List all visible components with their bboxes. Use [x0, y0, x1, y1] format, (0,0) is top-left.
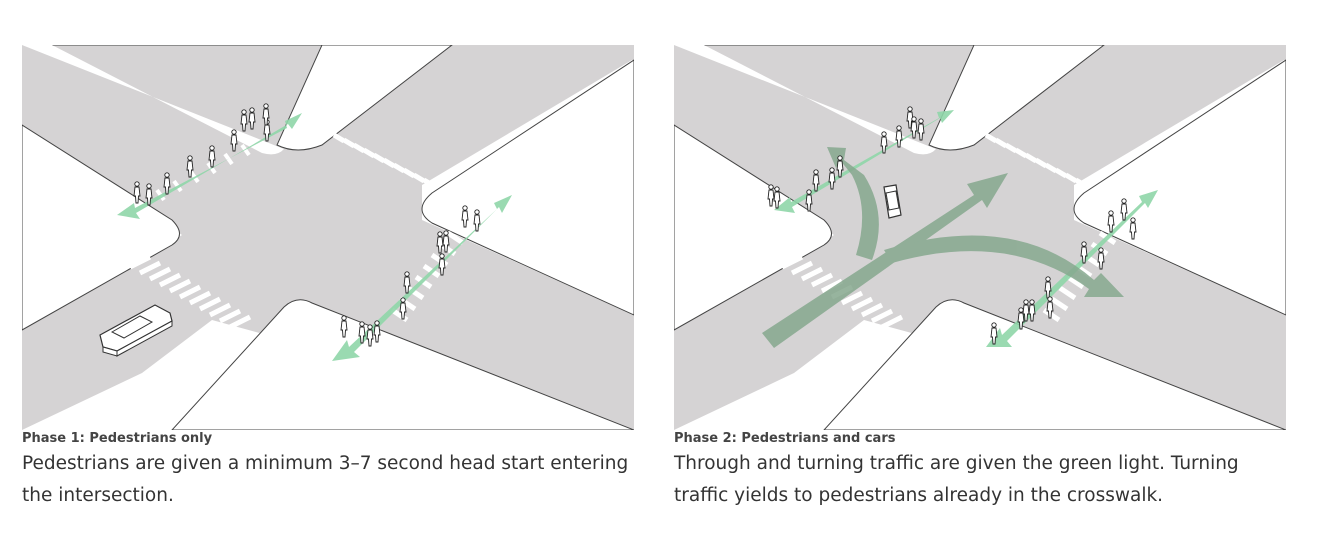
phase-2-caption: Through and turning traffic are given th… [674, 453, 1239, 506]
crosswalk-west [128, 254, 252, 330]
corner-west [674, 124, 832, 331]
car-icon [883, 184, 902, 219]
road-nw-se [22, 45, 634, 430]
corner-nw [22, 45, 284, 155]
phase-2-panel: Phase 2: Pedestrians and cars Through an… [674, 45, 1286, 512]
corner-east [1073, 59, 1286, 316]
corner-nw [674, 45, 936, 155]
corner-south [823, 299, 1286, 430]
corner-south [171, 299, 634, 430]
pedestrian-arrow-northwest [117, 113, 302, 219]
phase-1-label: Phase 1: Pedestrians only [22, 431, 213, 446]
car-arrows [762, 147, 1124, 348]
phase-2-label: Phase 2: Pedestrians and cars [674, 431, 896, 446]
crosswalk-north [984, 132, 1088, 189]
phase-1-panel: Phase 1: Pedestrians only Pedestrians ar… [22, 45, 634, 512]
pedestrian-arrow-northwest [774, 110, 954, 213]
corner-north [704, 45, 1105, 151]
crosswalk-north [332, 132, 436, 189]
phase-1-illustration [22, 45, 634, 430]
corner-north [52, 45, 453, 151]
corner-west [22, 124, 180, 331]
phase-1-caption: Pedestrians are given a minimum 3–7 seco… [22, 453, 629, 506]
corner-east [421, 59, 634, 316]
phase-2-illustration [674, 45, 1286, 430]
